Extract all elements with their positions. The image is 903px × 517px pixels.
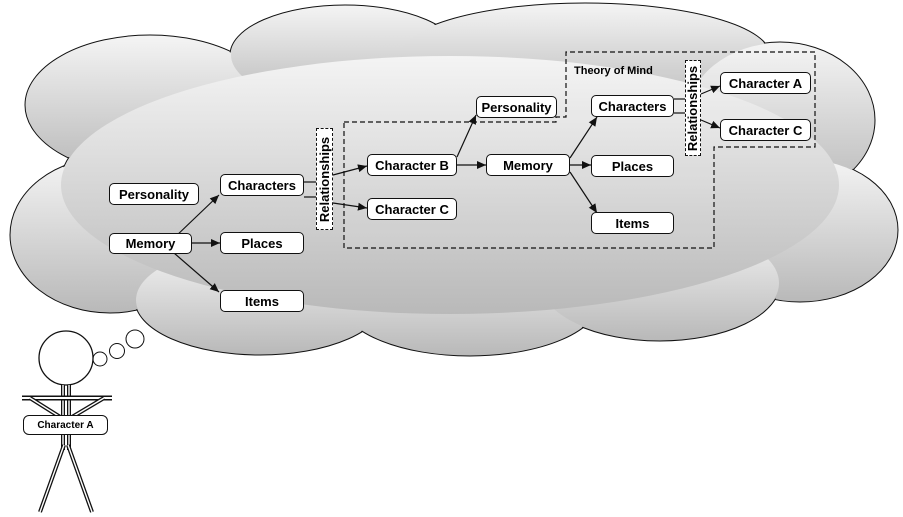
edge-character-b-personality (456, 114, 477, 158)
inner-personality-node: Personality (476, 96, 557, 118)
inner-character-c-node: Character C (720, 119, 811, 141)
edge-relationships-inner-character-c (700, 119, 721, 129)
theory-of-mind-title: Theory of Mind (574, 65, 653, 77)
character-b-node: Character B (367, 154, 457, 176)
stick-figure-label: Character A (23, 415, 108, 435)
inner-characters-node: Characters (591, 95, 674, 117)
edge-memory-items (173, 252, 220, 293)
edge-memory-inner-items (569, 171, 598, 214)
characters-node: Characters (220, 174, 304, 196)
inner-memory-node: Memory (486, 154, 570, 176)
edge-relationships-character-c (332, 202, 368, 211)
edge-relationships-character-b (332, 164, 368, 176)
thought-cloud (9, 2, 899, 357)
edge-memory-characters (173, 194, 220, 239)
places-node: Places (220, 232, 304, 254)
inner-places-node: Places (591, 155, 674, 177)
edge-relationships-character-a (700, 85, 721, 95)
character-c-node: Character C (367, 198, 457, 220)
inner-relationships-label: Relationships (685, 60, 701, 156)
character-a-node: Character A (720, 72, 811, 94)
thought-bubbles (92, 329, 145, 367)
items-node: Items (220, 290, 304, 312)
memory-node: Memory (109, 233, 192, 254)
inner-items-node: Items (591, 212, 674, 234)
relationships-label: Relationships (316, 128, 333, 230)
personality-node: Personality (109, 183, 199, 205)
edge-memory-inner-characters (569, 116, 598, 159)
